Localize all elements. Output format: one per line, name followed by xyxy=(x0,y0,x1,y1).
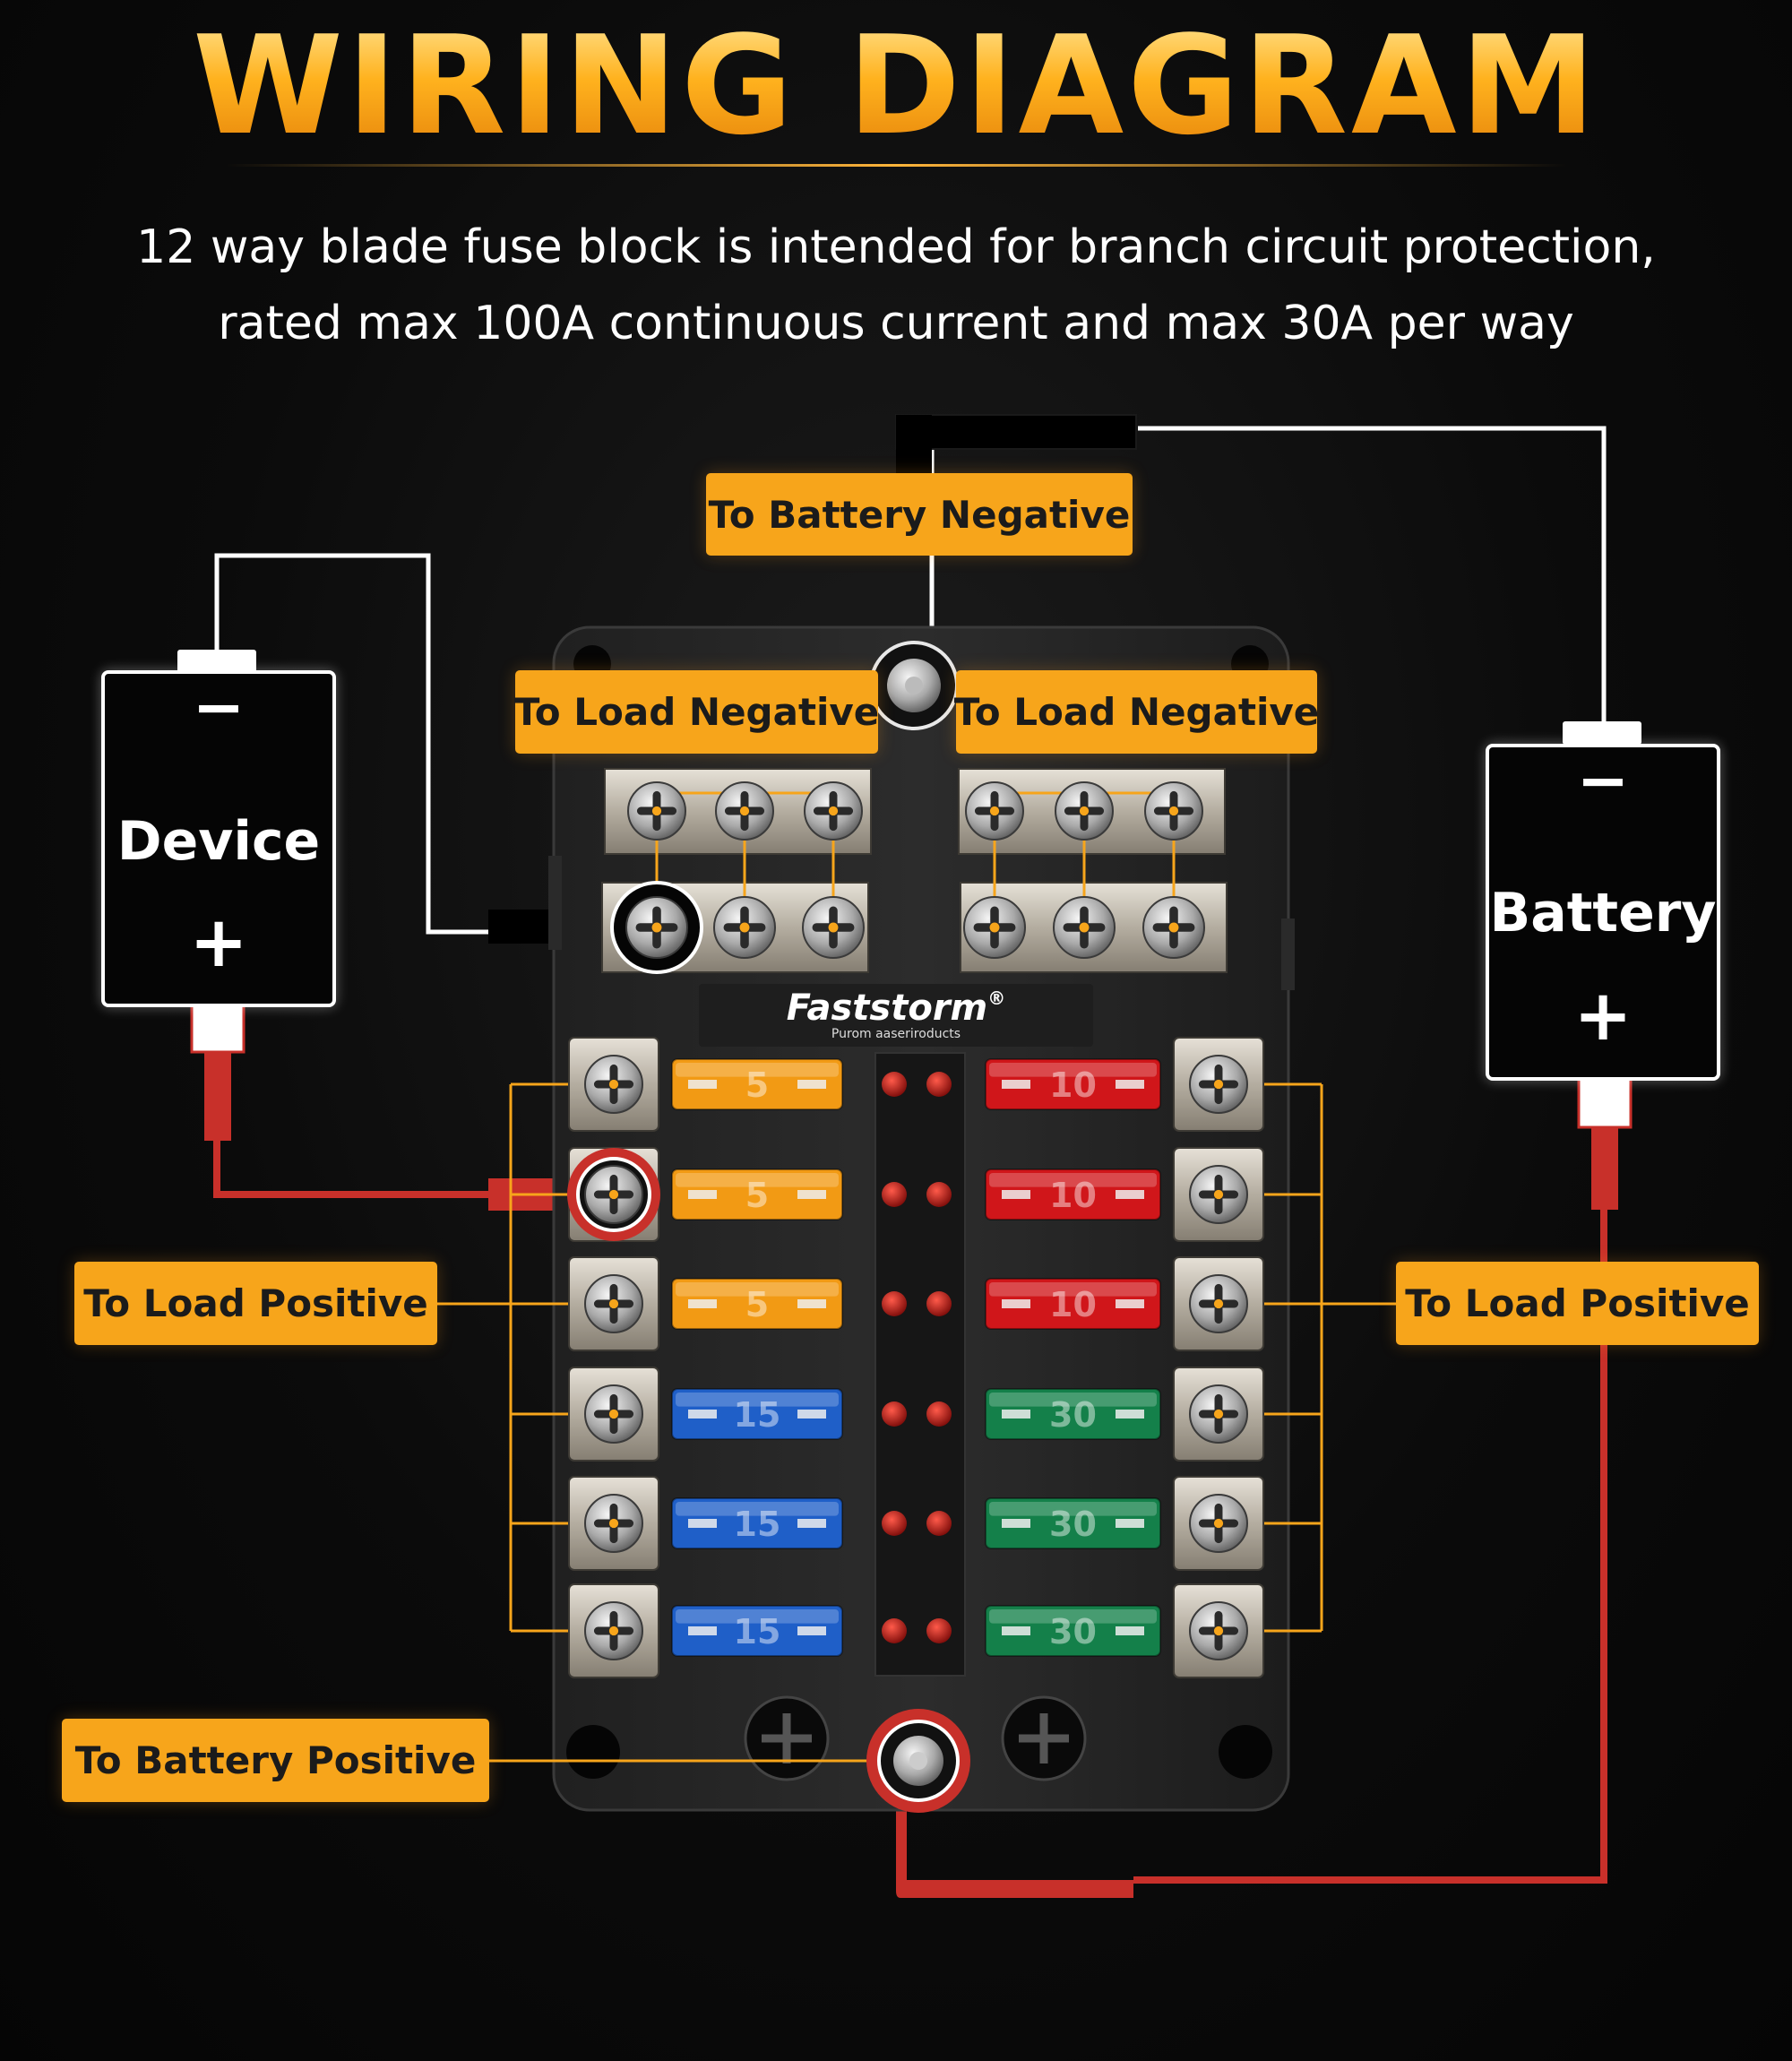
label-load-negative-right: To Load Negative xyxy=(954,670,1319,754)
label-load-positive-right: To Load Positive xyxy=(1396,1262,1759,1345)
fuse-rating-right-1: 10 xyxy=(1049,1176,1097,1215)
fuse-right-3: 30 xyxy=(985,1388,1161,1440)
fuse-left-2: 5 xyxy=(671,1278,843,1330)
terminal-left-screw-4 xyxy=(584,1494,643,1553)
led-right-2 xyxy=(926,1291,952,1316)
positive-wire-battery xyxy=(1133,1201,1607,1884)
terminal-right-screw-2 xyxy=(1189,1274,1248,1333)
fuse-rating-right-0: 10 xyxy=(1049,1065,1097,1105)
bus-screw-left-top-0 xyxy=(627,781,686,841)
bus-screw-left-bottom-0 xyxy=(625,896,688,959)
fuse-rating-left-3: 15 xyxy=(734,1395,781,1435)
label-battery-negative: To Battery Negative xyxy=(706,473,1133,556)
terminal-right-screw-5 xyxy=(1189,1601,1248,1660)
generated-parts: 5 5 5 15 15 15 10 10 10 30 30 30 xyxy=(437,781,1396,1763)
negative-terminal-cable xyxy=(895,414,1137,450)
fuse-left-0: 5 xyxy=(671,1058,843,1110)
brand-registered-mark: ® xyxy=(987,987,1006,1009)
device-plus-symbol: + xyxy=(189,902,248,983)
battery-positive-lead xyxy=(1591,1120,1618,1210)
negative-wire-device xyxy=(214,553,493,935)
terminal-left-screw-1 xyxy=(584,1165,643,1224)
terminal-left-screw-3 xyxy=(584,1384,643,1444)
led-left-5 xyxy=(882,1618,907,1643)
led-right-4 xyxy=(926,1511,952,1536)
bus-screw-left-bottom-1 xyxy=(713,896,776,959)
battery-plus-symbol: + xyxy=(1573,976,1633,1056)
led-left-4 xyxy=(882,1511,907,1536)
battery-positive-clip xyxy=(1577,1075,1633,1129)
fuse-rating-left-1: 5 xyxy=(745,1176,769,1215)
title-divider xyxy=(224,164,1568,167)
led-right-0 xyxy=(926,1072,952,1097)
battery-positive-cable xyxy=(896,1772,1133,1898)
terminal-left-screw-5 xyxy=(584,1601,643,1660)
fuse-rating-left-4: 15 xyxy=(734,1505,781,1544)
battery-negative-cap xyxy=(1563,721,1641,745)
bus-screw-left-bottom-2 xyxy=(802,896,865,959)
fuse-rating-right-3: 30 xyxy=(1049,1395,1097,1435)
label-load-positive-left: To Load Positive xyxy=(74,1262,437,1345)
page-title: WIRING DIAGRAM xyxy=(0,18,1792,154)
subtitle-line-1: 12 way blade fuse block is intended for … xyxy=(136,220,1656,274)
battery-positive-stud xyxy=(866,1709,970,1813)
fuse-right-0: 10 xyxy=(985,1058,1161,1110)
subtitle-line-2: rated max 100A continuous current and ma… xyxy=(218,297,1574,350)
device-positive-clip xyxy=(190,1000,246,1054)
fuse-rating-right-5: 30 xyxy=(1049,1612,1097,1651)
brand-name: Faststorm xyxy=(786,987,988,1029)
fuse-rating-left-0: 5 xyxy=(745,1065,769,1105)
fuse-left-3: 15 xyxy=(671,1388,843,1440)
battery-box: − Battery + xyxy=(1486,744,1720,1081)
terminal-right-screw-3 xyxy=(1189,1384,1248,1444)
led-left-1 xyxy=(882,1182,907,1207)
led-left-3 xyxy=(882,1401,907,1427)
fuse-right-2: 10 xyxy=(985,1278,1161,1330)
fuse-left-5: 15 xyxy=(671,1605,843,1657)
brand-tagline: Purom aaseriroducts xyxy=(831,1027,961,1041)
bus-screw-left-top-1 xyxy=(715,781,774,841)
battery-minus-symbol: − xyxy=(1576,744,1630,817)
fuse-rating-left-5: 15 xyxy=(734,1612,781,1651)
bus-screw-right-bottom-2 xyxy=(1142,896,1205,959)
terminal-right-screw-0 xyxy=(1189,1055,1248,1114)
fuse-rating-left-2: 5 xyxy=(745,1285,769,1324)
device-positive-lead xyxy=(204,1047,231,1141)
led-right-5 xyxy=(926,1618,952,1643)
device-box: − Device + xyxy=(101,670,336,1007)
terminal-left-screw-2 xyxy=(584,1274,643,1333)
terminal-right-screw-1 xyxy=(1189,1165,1248,1224)
fuse-right-1: 10 xyxy=(985,1168,1161,1220)
brand-logo: Faststorm® xyxy=(699,987,1093,1029)
battery-negative-stud xyxy=(869,641,959,730)
terminal-left-screw-0 xyxy=(584,1055,643,1114)
bus-screw-left-top-2 xyxy=(804,781,863,841)
bus-screw-right-top-1 xyxy=(1055,781,1114,841)
fuse-right-4: 30 xyxy=(985,1497,1161,1549)
brand-plate: Faststorm® Purom aaseriroducts xyxy=(699,984,1093,1047)
label-battery-positive: To Battery Positive xyxy=(62,1719,489,1802)
fuse-rating-right-2: 10 xyxy=(1049,1285,1097,1324)
positive-wire-device xyxy=(213,1138,493,1198)
device-negative-cap xyxy=(177,650,256,673)
led-right-1 xyxy=(926,1182,952,1207)
bus-screw-right-bottom-1 xyxy=(1053,896,1116,959)
fuse-left-4: 15 xyxy=(671,1497,843,1549)
led-left-2 xyxy=(882,1291,907,1316)
bus-screw-right-top-0 xyxy=(965,781,1024,841)
bus-screw-right-top-2 xyxy=(1144,781,1203,841)
fuse-right-5: 30 xyxy=(985,1605,1161,1657)
fuse-rating-right-4: 30 xyxy=(1049,1505,1097,1544)
fuse-left-1: 5 xyxy=(671,1168,843,1220)
device-minus-symbol: − xyxy=(192,670,246,744)
terminal-right-screw-4 xyxy=(1189,1494,1248,1553)
led-right-3 xyxy=(926,1401,952,1427)
label-load-negative-left: To Load Negative xyxy=(514,670,879,754)
device-label: Device xyxy=(116,810,321,873)
battery-label: Battery xyxy=(1489,882,1717,944)
led-left-0 xyxy=(882,1072,907,1097)
bus-screw-right-bottom-0 xyxy=(963,896,1026,959)
